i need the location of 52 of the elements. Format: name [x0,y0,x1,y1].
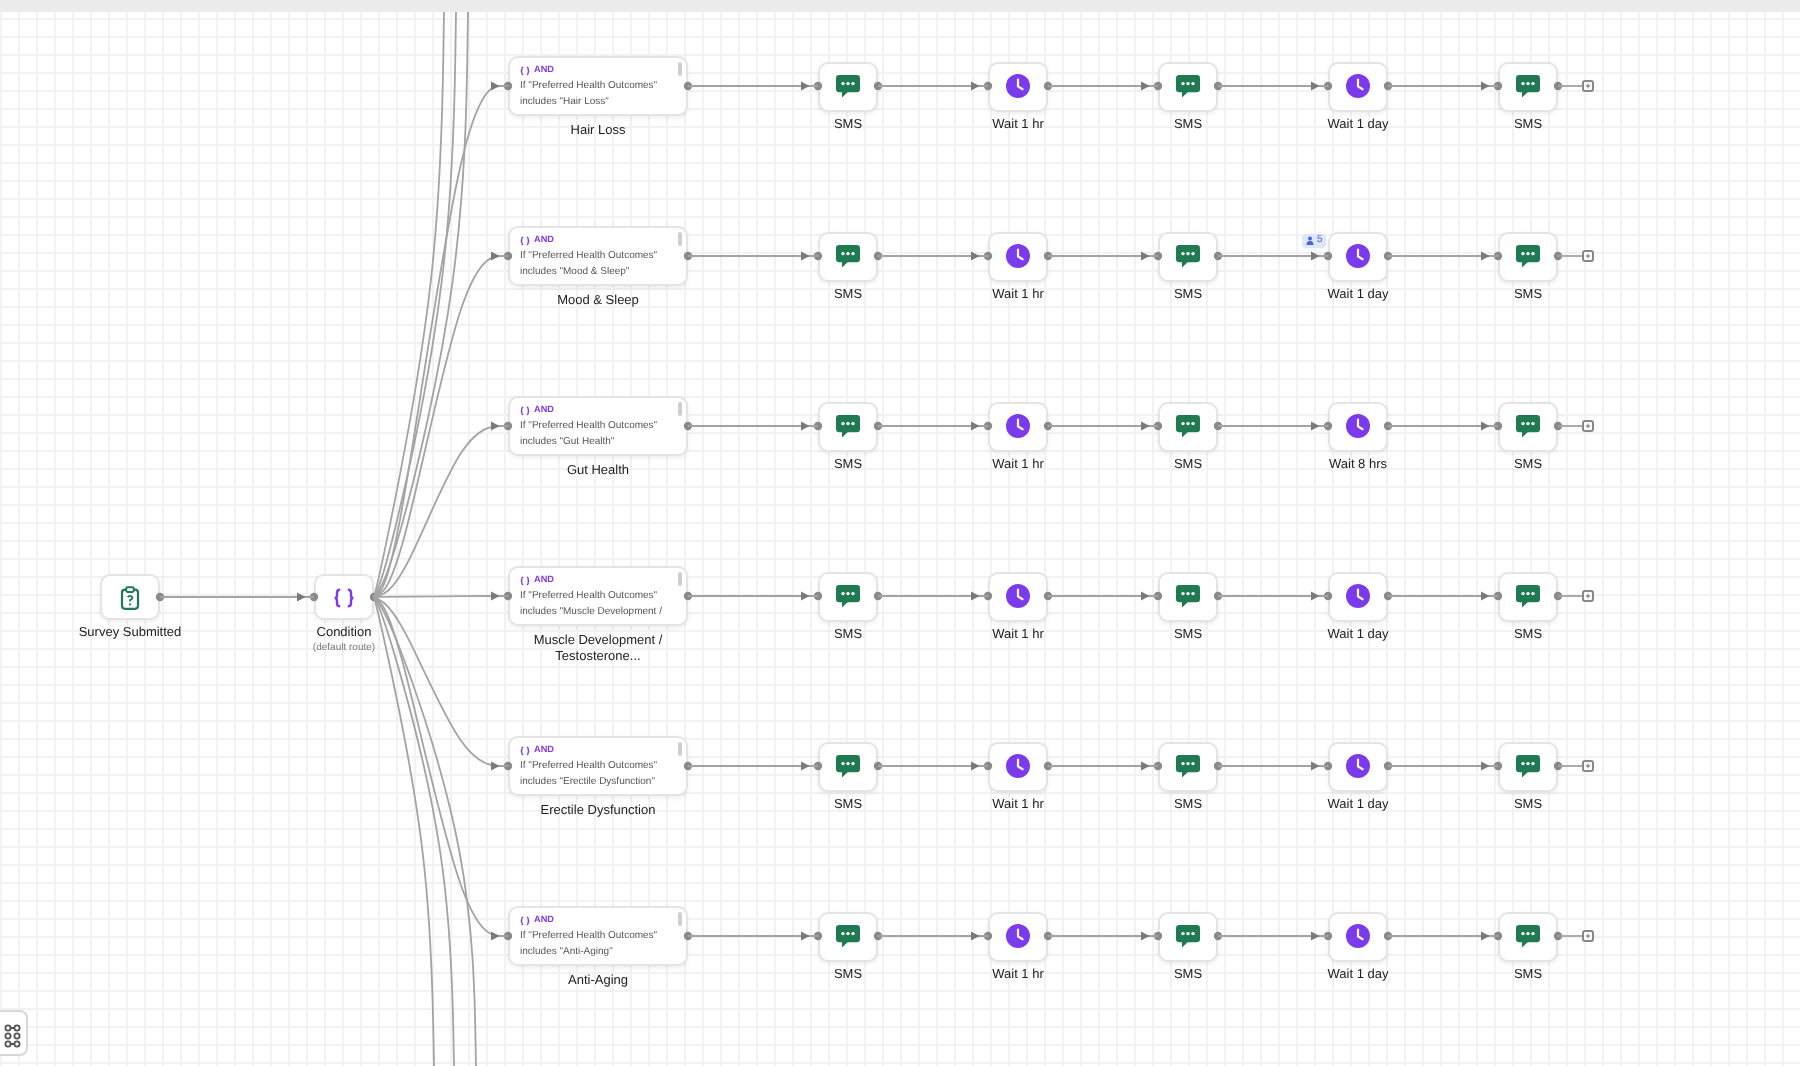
arrow-connector [877,251,989,261]
arrow-connector [159,592,315,602]
arrow-connector [687,761,819,771]
arrow-connector [877,81,989,91]
arrow-connector [1217,591,1329,601]
arrow-connector [687,251,819,261]
arrow-connector [1217,421,1329,431]
connector-line [373,596,477,1066]
connector-line [1557,595,1583,597]
arrow-connector [1217,251,1329,261]
arrow-connector [373,421,509,598]
arrow-connector [1387,251,1499,261]
connector-line [1557,935,1583,937]
arrow-connector [373,81,509,598]
arrow-connector [877,591,989,601]
arrow-connector [1387,761,1499,771]
add-step-icon [1582,80,1594,92]
arrow-connector [1387,421,1499,431]
arrow-connector [1047,421,1159,431]
connector-line [1557,255,1583,257]
add-step-icon [1582,590,1594,602]
arrow-connector [1047,81,1159,91]
arrow-connector [877,761,989,771]
connector-line [1557,765,1583,767]
arrow-connector [1047,761,1159,771]
arrow-connector [373,596,509,941]
arrow-connector [373,251,509,598]
connector-line [373,596,455,1066]
arrow-connector [373,591,509,601]
arrow-connector [1217,931,1329,941]
arrow-connector [1217,81,1329,91]
add-step-icon [1582,760,1594,772]
arrow-connector [1387,81,1499,91]
arrow-connector [687,421,819,431]
arrow-connector [877,931,989,941]
connector-line [1557,85,1583,87]
add-step-icon [1582,930,1594,942]
arrow-connector [373,596,509,771]
arrow-connector [687,931,819,941]
connector-line [373,596,435,1066]
arrow-connector [1047,251,1159,261]
add-step-icon [1582,420,1594,432]
connector-line [1557,425,1583,427]
arrow-connector [1047,931,1159,941]
add-step-icon [1582,250,1594,262]
arrow-connector [687,81,819,91]
arrow-connector [1217,761,1329,771]
arrow-connector [1387,591,1499,601]
arrow-connector [1047,591,1159,601]
arrow-connector [877,421,989,431]
arrow-connector [1387,931,1499,941]
arrow-connector [687,591,819,601]
